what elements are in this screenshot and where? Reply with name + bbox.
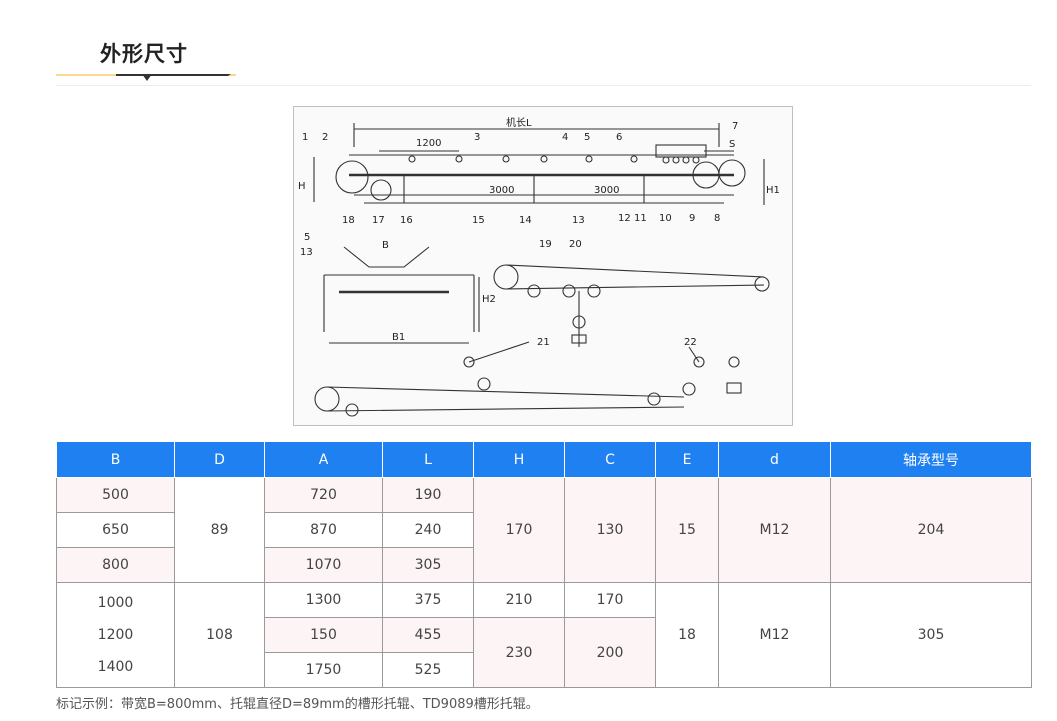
col-header-b: B <box>56 441 175 478</box>
dimension-drawing: 机长L 1200 3000 3000 H H1 H2 S B B1 1 2 3 … <box>293 106 793 426</box>
cell-d: 89 <box>174 477 265 583</box>
cell-d-thread: M12 <box>718 582 831 688</box>
cell-a: 150 <box>264 617 383 653</box>
svg-text:S: S <box>729 139 735 150</box>
cell-e: 15 <box>655 477 719 583</box>
col-header-a: A <box>264 441 383 478</box>
cell-b: 1000 <box>97 595 134 611</box>
col-header-h: H <box>473 441 565 478</box>
cell-h: 210 <box>473 582 565 618</box>
cell-e: 18 <box>655 582 719 688</box>
cell-c: 130 <box>564 477 656 583</box>
cell-a: 870 <box>264 512 383 548</box>
svg-text:13: 13 <box>572 215 585 226</box>
cell-l: 305 <box>382 547 474 583</box>
svg-text:12: 12 <box>618 213 631 224</box>
svg-text:H: H <box>298 181 306 192</box>
svg-text:10: 10 <box>659 213 672 224</box>
svg-text:2: 2 <box>322 132 328 143</box>
cell-h: 170 <box>473 477 565 583</box>
marking-example-note: 标记示例：带宽B=800mm、托辊直径D=89mm的槽形托辊、TD9089槽形托… <box>56 697 539 712</box>
figure-labels: 机长L 1200 3000 3000 H H1 H2 S B B1 1 2 3 … <box>298 116 780 348</box>
svg-text:1: 1 <box>302 132 308 143</box>
section-title: 外形尺寸 <box>100 42 188 66</box>
cell-d: 108 <box>174 582 265 688</box>
svg-text:B: B <box>382 240 389 251</box>
cell-a: 1750 <box>264 652 383 688</box>
svg-text:5: 5 <box>584 132 590 143</box>
cell-l: 190 <box>382 477 474 513</box>
svg-text:6: 6 <box>616 132 622 143</box>
cell-b: 650 <box>56 512 175 548</box>
spec-table: B D A L H C E d 轴承型号 500 89 720 190 170 … <box>56 441 1032 688</box>
cell-l: 240 <box>382 512 474 548</box>
cell-bearing: 204 <box>830 477 1032 583</box>
svg-text:机长L: 机长L <box>506 116 532 129</box>
cell-b: 500 <box>56 477 175 513</box>
svg-text:H2: H2 <box>482 294 496 305</box>
cell-b: 1400 <box>97 659 134 675</box>
svg-text:3000: 3000 <box>594 185 619 196</box>
col-header-e: E <box>655 441 719 478</box>
svg-text:9: 9 <box>689 213 695 224</box>
cell-a: 1300 <box>264 582 383 618</box>
cell-bearing: 305 <box>830 582 1032 688</box>
cell-a: 720 <box>264 477 383 513</box>
cell-l: 375 <box>382 582 474 618</box>
cell-l: 525 <box>382 652 474 688</box>
svg-text:20: 20 <box>569 239 582 250</box>
svg-text:21: 21 <box>537 337 550 348</box>
svg-text:H1: H1 <box>766 185 780 196</box>
svg-text:22: 22 <box>684 337 697 348</box>
svg-text:5: 5 <box>304 232 310 243</box>
cell-h: 230 <box>473 617 565 688</box>
table-row: 1000 1200 1400 108 1300 375 210 170 18 M… <box>56 582 1032 688</box>
cell-b-group: 1000 1200 1400 <box>56 582 175 688</box>
table-header-row: B D A L H C E d 轴承型号 <box>56 441 1032 478</box>
cell-c: 200 <box>564 617 656 688</box>
svg-text:8: 8 <box>714 213 720 224</box>
col-header-l: L <box>382 441 474 478</box>
svg-text:4: 4 <box>562 132 568 143</box>
svg-text:B1: B1 <box>392 332 405 343</box>
svg-text:16: 16 <box>400 215 413 226</box>
svg-text:18: 18 <box>342 215 355 226</box>
cell-l: 455 <box>382 617 474 653</box>
svg-text:13: 13 <box>300 247 313 258</box>
cell-d-thread: M12 <box>718 477 831 583</box>
section-divider <box>56 85 1031 86</box>
col-header-d: D <box>174 441 265 478</box>
table-row: 1750 525 <box>57 652 1032 688</box>
table-row: 500 89 720 190 170 130 15 M12 204 <box>56 477 1032 583</box>
col-header-c: C <box>564 441 656 478</box>
svg-text:11: 11 <box>634 213 647 224</box>
svg-text:17: 17 <box>372 215 385 226</box>
svg-text:19: 19 <box>539 239 552 250</box>
cell-b: 1200 <box>97 627 134 643</box>
cell-a: 1070 <box>264 547 383 583</box>
title-underline <box>56 74 236 81</box>
table-row: 150 455 230 200 <box>57 617 1032 688</box>
svg-text:15: 15 <box>472 215 485 226</box>
svg-text:1200: 1200 <box>416 138 441 149</box>
svg-text:3: 3 <box>474 132 480 143</box>
table-row: 650 870 240 <box>56 512 1032 548</box>
cell-c: 170 <box>564 582 656 618</box>
svg-text:7: 7 <box>732 121 738 132</box>
cell-b: 800 <box>56 547 175 583</box>
col-header-d-thread: d <box>718 441 831 478</box>
svg-text:3000: 3000 <box>489 185 514 196</box>
svg-text:14: 14 <box>519 215 532 226</box>
col-header-bearing: 轴承型号 <box>830 441 1032 478</box>
